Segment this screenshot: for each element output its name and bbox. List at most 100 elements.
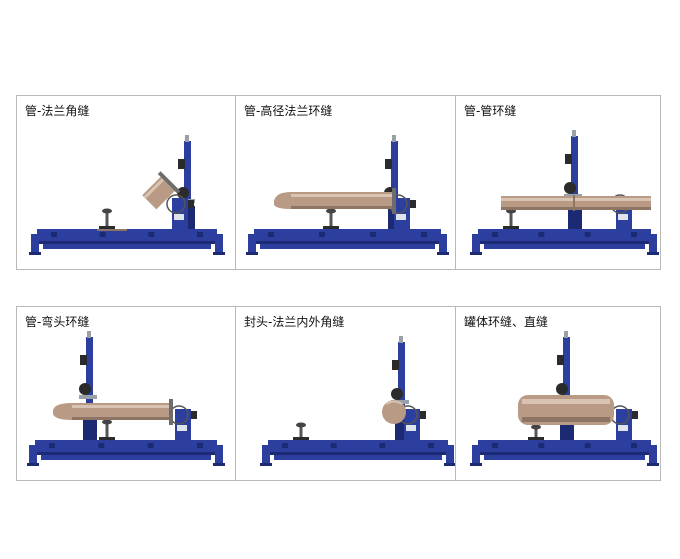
flange: [169, 399, 173, 425]
panel-pipe-flange-fillet: 管-法兰角缝: [16, 95, 236, 270]
column-cap: [185, 135, 189, 142]
frame-top-beam: [478, 440, 651, 452]
positioner-motor: [420, 411, 426, 419]
frame-beam-shadow: [268, 452, 448, 455]
frame-right-leg: [215, 234, 223, 254]
rail-mark: [97, 229, 127, 231]
frame-lower-rail: [484, 455, 645, 460]
frame-bolt: [98, 443, 105, 448]
frame-left-leg: [472, 234, 480, 254]
panel-label: 管-管环缝: [464, 104, 517, 118]
torch-arm: [79, 395, 97, 399]
short-pipe: [142, 176, 175, 210]
motor-box: [80, 355, 87, 365]
frame-right-leg: [439, 234, 447, 254]
welding-applications-grid: 管-法兰角缝 管-高径法兰环缝 管-管环缝 管-弯头环缝 封头-法兰内外角缝 罐…: [16, 95, 661, 481]
pipe-highlight: [143, 178, 165, 199]
pipe-elbow-end: [53, 403, 72, 420]
positioner-plate: [396, 214, 406, 220]
support-base: [99, 226, 115, 229]
pipe-highlight: [291, 194, 394, 197]
frame-bolt: [330, 443, 337, 448]
frame-left-foot: [470, 252, 482, 255]
torch-motor: [79, 383, 91, 395]
support-post: [105, 211, 109, 229]
motor-box: [178, 159, 185, 169]
support-roller: [102, 419, 112, 425]
tank-shadow: [522, 417, 610, 422]
frame-left-leg: [472, 445, 480, 465]
frame-right-leg: [649, 445, 657, 465]
support-roller: [296, 422, 306, 428]
motor-box: [385, 159, 392, 169]
panel-label: 封头-法兰内外角缝: [244, 315, 345, 329]
support-roller: [326, 208, 336, 214]
weld-seam: [573, 195, 575, 211]
frame-bolt: [631, 232, 637, 237]
positioner-body: [394, 198, 410, 229]
positioner-body: [175, 409, 191, 440]
frame-bolt: [268, 232, 274, 237]
frame-beam-shadow: [478, 452, 651, 455]
support-base: [528, 437, 544, 440]
pipe-shadow: [501, 207, 651, 210]
frame-left-foot: [260, 463, 272, 466]
positioner-body: [404, 409, 420, 440]
frame-left-foot: [27, 463, 39, 466]
frame-bolt: [148, 232, 155, 237]
pipe-elbow-end: [274, 192, 291, 209]
frame-bolt: [492, 232, 498, 237]
panel-pipe-elbow-circumferential: 管-弯头环缝: [16, 306, 236, 481]
panel-pipe-high-neck-flange: 管-高径法兰环缝: [235, 95, 456, 270]
motor-box: [557, 355, 564, 365]
frame-left-leg: [262, 445, 270, 465]
panel-tank-seams: 罐体环缝、直缝: [455, 306, 661, 481]
dished-head: [382, 400, 406, 424]
frame-right-foot: [647, 463, 659, 466]
frame-lower-rail: [43, 244, 211, 249]
frame-beam-shadow: [37, 241, 217, 244]
frame-left-leg: [248, 234, 256, 254]
support-roller: [531, 424, 541, 430]
positioner-motor: [191, 411, 197, 419]
flange: [157, 171, 181, 194]
frame-right-leg: [649, 234, 657, 254]
frame-right-foot: [444, 463, 456, 466]
column-mast: [184, 141, 191, 229]
frame-bolt: [538, 232, 545, 237]
column-cap: [572, 130, 576, 137]
positioner-motor: [410, 200, 416, 208]
welding-machine-illustration: [29, 135, 225, 255]
support-base: [323, 226, 339, 229]
frame-right-leg: [446, 445, 454, 465]
positioner-chuck: [166, 194, 186, 214]
torch-motor: [564, 182, 576, 194]
positioner-body: [616, 409, 632, 440]
frame-left-leg: [31, 234, 39, 254]
frame-bolt: [538, 443, 545, 448]
welding-machine-illustration: [27, 331, 225, 466]
pipe-highlight: [501, 198, 651, 201]
support-base: [99, 437, 115, 440]
frame-right-foot: [647, 252, 659, 255]
frame-bolt: [492, 443, 498, 448]
frame-bolt: [147, 443, 154, 448]
frame-bolt: [319, 232, 325, 237]
column-cap: [564, 331, 568, 338]
welding-machine-illustration: [246, 135, 449, 255]
support-roller: [102, 208, 112, 214]
column-cap: [392, 135, 396, 142]
positioner-plate: [174, 214, 184, 220]
frame-left-foot: [246, 252, 258, 255]
frame-beam-shadow: [254, 241, 441, 244]
column-base: [83, 417, 97, 440]
positioner-motor: [632, 411, 638, 419]
head-highlight: [385, 400, 403, 405]
frame-beam-shadow: [35, 452, 217, 455]
pipe-highlight: [72, 405, 172, 408]
frame-bolt: [370, 232, 376, 237]
torch-motor: [556, 383, 568, 395]
frame-bolt: [584, 232, 591, 237]
positioner-plate: [177, 425, 187, 431]
frame-left-foot: [29, 252, 41, 255]
